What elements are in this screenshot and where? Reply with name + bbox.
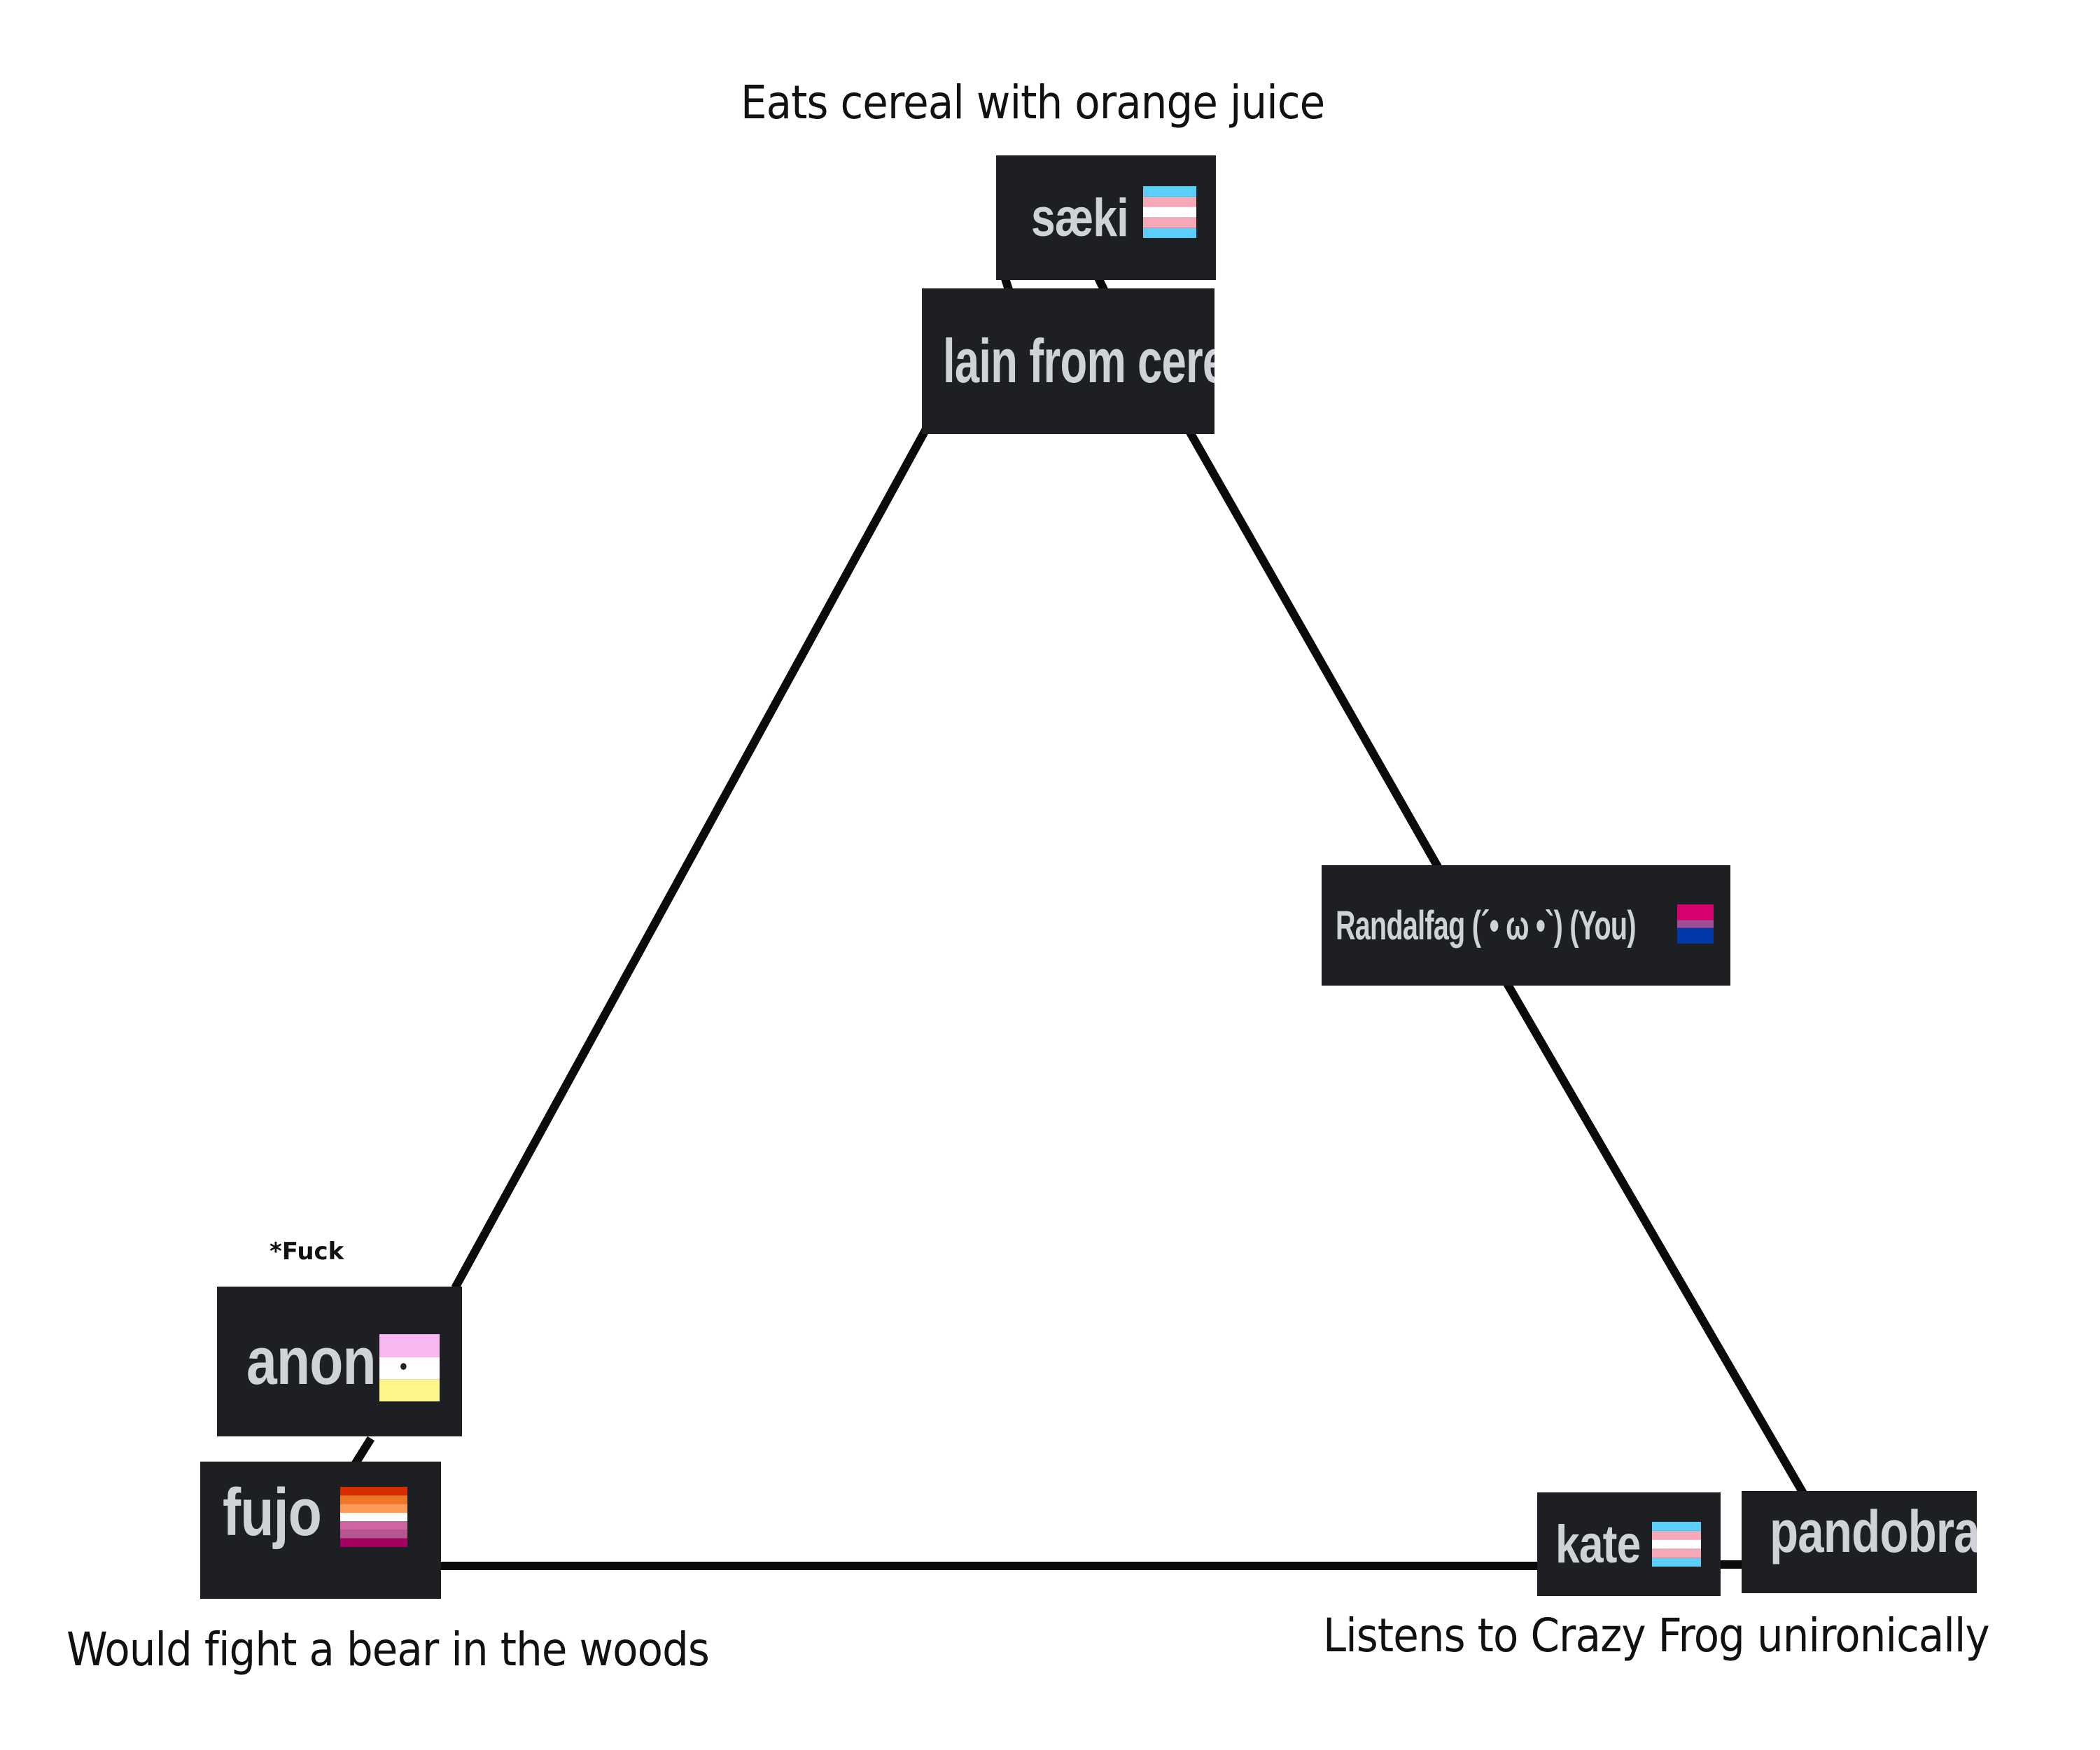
note-fuck: *Fuck <box>270 1238 344 1266</box>
node-fujo: fujo <box>200 1462 441 1599</box>
lesbian-flag-icon <box>340 1487 407 1547</box>
node-randalfag-name: Randalfag (´• ω •`) (You) <box>1336 902 1636 948</box>
node-fujo-name: fujo <box>223 1475 322 1550</box>
caption-bottom-left: Would fight a bear in the woods <box>66 1623 710 1676</box>
node-lain-name: lain from cereal <box>943 326 1214 396</box>
node-saeki: sæki <box>996 155 1216 280</box>
caption-top: Eats cereal with orange juice <box>741 76 1325 130</box>
caption-bottom-right: Listens to Crazy Frog unironically <box>1323 1609 1990 1662</box>
node-pandobra-name: pandobra <box>1770 1499 1977 1564</box>
node-saeki-name: sæki <box>1031 188 1129 248</box>
edge-randalfag-pandobra <box>1501 977 1810 1501</box>
edge-lain-anon <box>451 418 935 1290</box>
node-kate-name: kate <box>1555 1514 1641 1574</box>
node-randalfag: Randalfag (´• ω •`) (You) <box>1322 865 1730 986</box>
node-pandobra: pandobra <box>1742 1491 1977 1593</box>
node-kate: kate <box>1537 1492 1721 1596</box>
edge-lain-randalfag <box>1179 418 1443 870</box>
node-anon-name: anon <box>246 1324 377 1399</box>
transgender-flag-icon <box>1652 1522 1701 1567</box>
transgender-flag-icon <box>1143 186 1196 238</box>
node-lain: lain from cereal <box>922 288 1214 434</box>
unknown-flag-icon <box>379 1334 440 1401</box>
bisexual-flag-icon <box>1677 904 1714 944</box>
node-anon: anon <box>217 1287 462 1436</box>
